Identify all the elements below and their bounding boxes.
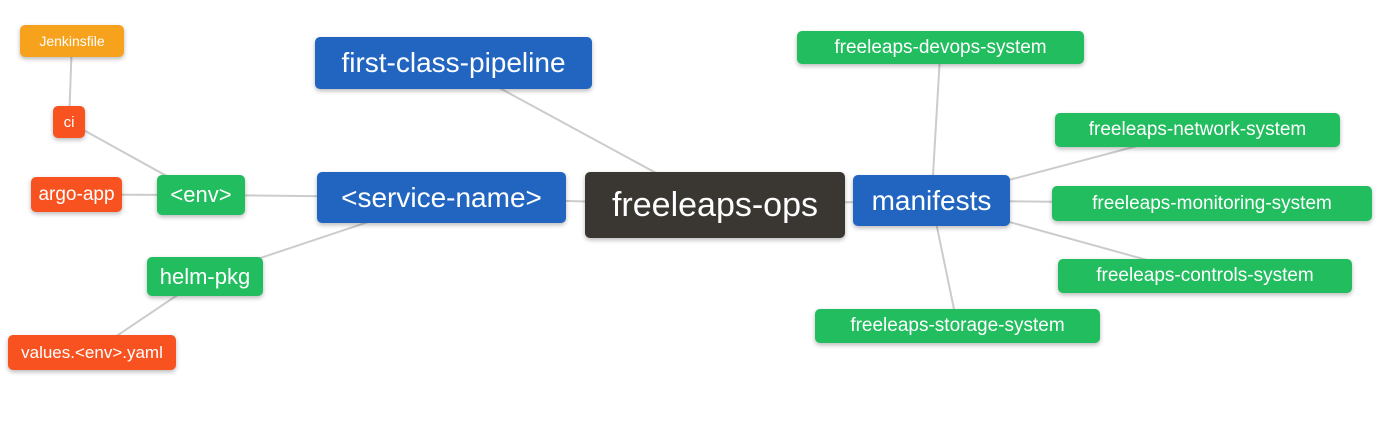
node-devops-system[interactable]: freeleaps-devops-system bbox=[797, 31, 1084, 64]
node-freeleaps-ops[interactable]: freeleaps-ops bbox=[585, 172, 845, 238]
node-manifests[interactable]: manifests bbox=[853, 175, 1010, 226]
node-first-class-pipeline[interactable]: first-class-pipeline bbox=[315, 37, 592, 89]
node-helm-pkg[interactable]: helm-pkg bbox=[147, 257, 263, 296]
node-argo-app[interactable]: argo-app bbox=[31, 177, 122, 212]
node-monitoring-system[interactable]: freeleaps-monitoring-system bbox=[1052, 186, 1372, 221]
node-env[interactable]: <env> bbox=[157, 175, 245, 215]
node-controls-system[interactable]: freeleaps-controls-system bbox=[1058, 259, 1352, 293]
node-service-name[interactable]: <service-name> bbox=[317, 172, 566, 223]
node-network-system[interactable]: freeleaps-network-system bbox=[1055, 113, 1340, 147]
node-ci[interactable]: ci bbox=[53, 106, 85, 138]
node-storage-system[interactable]: freeleaps-storage-system bbox=[815, 309, 1100, 343]
node-values-env-yaml[interactable]: values.<env>.yaml bbox=[8, 335, 176, 370]
node-jenkinsfile[interactable]: Jenkinsfile bbox=[20, 25, 124, 57]
